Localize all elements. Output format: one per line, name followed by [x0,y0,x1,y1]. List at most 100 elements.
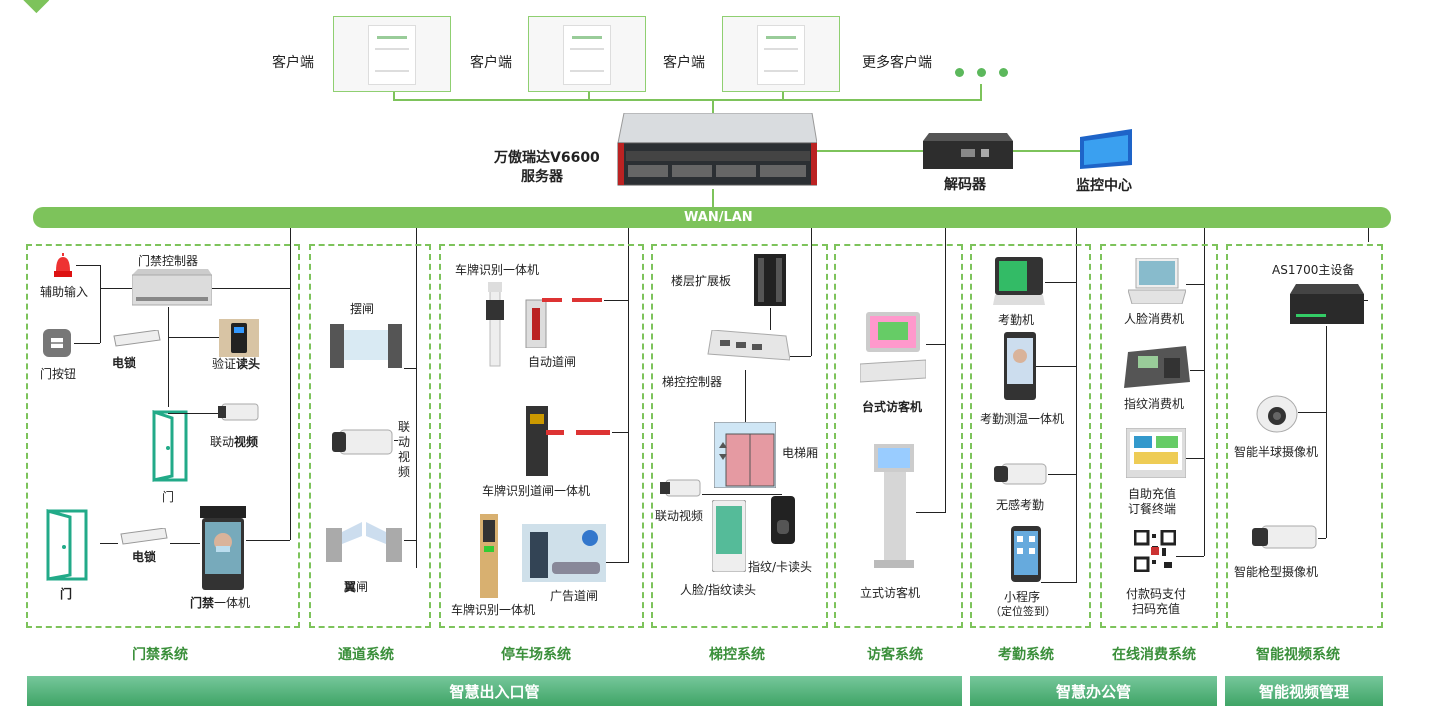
client-label-1: 客户端 [272,55,314,71]
drop-consume [1204,228,1205,556]
verify-reader-label: 验证读头 [212,357,261,371]
con-link-3 [1186,458,1204,459]
client-link [782,92,784,100]
pay-label-2: 扫码充值 [1132,602,1181,616]
access-controller-label: 门禁控制器 [138,254,199,268]
server-decoder-link [817,150,925,152]
drop-video [1368,228,1369,242]
att-link-1 [1045,282,1076,283]
aux-input-label: 辅助输入 [40,285,89,299]
park-link-3 [606,562,628,563]
attendance-system-name: 考勤系统 [998,647,1054,663]
dome-camera-label: 智能半球摄像机 [1234,445,1319,459]
logo-fragment [20,0,50,14]
elevator-car-label: 电梯厢 [782,446,819,460]
drop-channel [416,228,417,568]
elev-ctrl-car [745,370,746,422]
lpr-post-icon [480,282,510,368]
box-parking [439,244,644,628]
face-terminal-label: 门禁一体机 [190,596,251,610]
con-link-2 [1190,370,1204,371]
swing-gate-label: 摆闸 [350,302,375,316]
alarm-light-icon [52,253,74,277]
ctrl-left-link [100,288,132,289]
bar-smart-office: 智慧办公管 [970,676,1217,706]
drop-attendance [1076,228,1077,583]
client-label-2: 客户端 [470,55,512,71]
elevator-controller-icon [706,329,791,370]
lpr-gate-label: 车牌识别道闸一体机 [482,484,591,498]
client-link [980,84,982,100]
vid-bullet-link [1318,538,1326,539]
mini-program-sub: （定位签到） [990,605,1056,618]
swing-link [404,368,416,369]
vid-dome-link [1298,412,1326,413]
silent-camera-icon [994,460,1048,490]
park-link-1 [604,300,628,301]
face-reader-label: 人脸/指纹读头 [680,583,757,597]
elevator-link-video-label: 联动视频 [655,509,704,523]
video-host-icon [1290,284,1364,326]
wing-gate-icon [324,512,404,564]
elev-ctrl-link [790,356,811,357]
electric-lock-icon-2 [117,527,169,546]
con-link-1 [1186,284,1204,285]
client-screen-1 [333,16,451,92]
vid-bus [1326,326,1327,538]
ad-gate-label: 广告道闸 [550,589,599,603]
monitor-label: 监控中心 [1076,178,1132,194]
door-label-1: 门 [162,490,175,504]
wing-gate-label: 翼闸 [344,580,369,594]
elevator-system-name: 梯控系统 [709,647,765,663]
lock2-link [100,543,118,544]
lpr-barrier-icon [524,404,612,476]
box-channel [309,244,431,628]
att-link-2 [1036,366,1076,367]
elev-car-bus [702,494,782,495]
video-system-name: 智能视频系统 [1256,647,1340,663]
pay-label-1: 付款码支付 [1126,587,1187,601]
floor-board-icon [752,252,788,308]
reader-link [168,337,219,338]
btn-link [74,343,100,344]
cam-link-ch [394,440,398,441]
decoder-label: 解码器 [944,177,986,193]
lock2-term-link [170,543,200,544]
client-link [393,92,395,100]
monitor-screen [1080,129,1132,171]
self-service-label-1: 自助充值 [1128,487,1177,501]
client-bus [393,99,982,101]
aux-link-v [100,265,101,343]
ctrl-down-link [168,307,169,407]
auto-gate-label: 自动道闸 [528,355,577,369]
attendance-machine-label: 考勤机 [998,313,1035,327]
client-label-more: 更多客户端 [862,55,932,71]
visitor-system-name: 访客系统 [867,647,923,663]
more-dots [955,68,1015,78]
parking-system-name: 停车场系统 [501,647,571,663]
bar-smart-entry: 智慧出入口管 [27,676,962,706]
aux-link [76,265,100,266]
mini-program-label: 小程序 [1004,590,1041,604]
swing-gate-icon [328,316,404,368]
face-pos-label: 人脸消费机 [1124,312,1185,326]
door-button-icon [42,328,72,358]
bullet-camera-icon-2 [1252,522,1318,556]
vid-host-link [1364,300,1368,301]
desk-visitor-icon [859,312,927,384]
door-open-icon-2 [44,509,90,581]
bar-smart-video: 智能视频管理 [1225,676,1383,706]
video-host-label: AS1700主设备 [1272,263,1355,277]
finger-pos-label: 指纹消费机 [1124,397,1185,411]
client-label-3: 客户端 [663,55,705,71]
att-link-3 [1048,474,1076,475]
server-unit [612,112,818,189]
door-button-label: 门按钮 [40,367,77,381]
ad-gate-icon [522,524,606,582]
phone-icon [1011,526,1041,582]
decoder-monitor-link [1012,150,1080,152]
con-link-4 [1176,556,1204,557]
attendance-machine-icon [993,257,1045,307]
server-wan-link [712,189,714,207]
face-reader-icon [711,499,747,573]
